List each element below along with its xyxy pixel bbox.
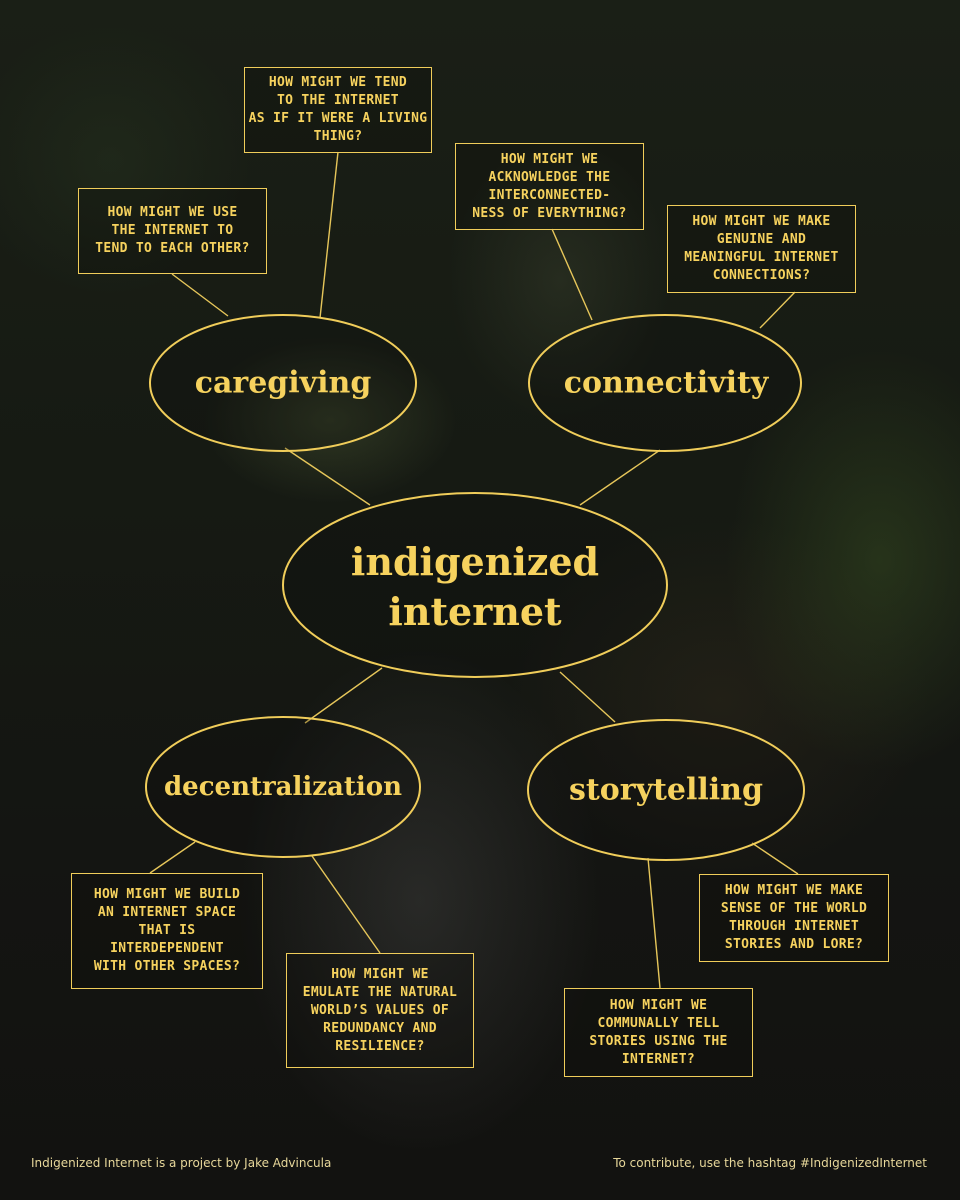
caregiving-node — [149, 314, 417, 452]
center-node — [282, 492, 668, 678]
connector-center-connectivity — [579, 449, 661, 506]
connector-connectivity-genuine-connections — [759, 291, 796, 329]
storytelling-node — [527, 719, 805, 861]
connector-storytelling-communally-tell — [647, 857, 661, 989]
question-box-redundancy: HOW MIGHT WE EMULATE THE NATURAL WORLD’S… — [286, 953, 474, 1068]
question-box-living-thing: HOW MIGHT WE TEND TO THE INTERNET AS IF … — [244, 67, 432, 153]
connector-center-decentralization — [304, 667, 383, 724]
connector-caregiving-tend-each-other — [171, 273, 229, 317]
question-box-interconnectedness: HOW MIGHT WE ACKNOWLEDGE THE INTERCONNEC… — [455, 143, 644, 230]
center-label: indigenized internet — [350, 539, 600, 634]
connector-center-caregiving — [284, 447, 371, 506]
connector-center-storytelling — [559, 671, 616, 723]
decentralization-node — [145, 716, 421, 858]
decentralization-label: decentralization — [163, 772, 403, 802]
connectivity-label: connectivity — [563, 365, 769, 401]
question-box-tend-each-other: HOW MIGHT WE USE THE INTERNET TO TEND TO… — [78, 188, 267, 274]
contribute-text: To contribute, use the hashtag #Indigeni… — [613, 1156, 927, 1170]
connector-caregiving-living-thing — [319, 151, 339, 319]
caregiving-label: caregiving — [194, 365, 372, 401]
question-box-sense-of-world: HOW MIGHT WE MAKE SENSE OF THE WORLD THR… — [699, 874, 889, 962]
credit-text: Indigenized Internet is a project by Jak… — [31, 1156, 332, 1170]
question-box-communally-tell: HOW MIGHT WE COMMUNALLY TELL STORIES USI… — [564, 988, 753, 1077]
storytelling-label: storytelling — [569, 772, 763, 808]
connectivity-node — [528, 314, 802, 452]
question-box-genuine-connections: HOW MIGHT WE MAKE GENUINE AND MEANINGFUL… — [667, 205, 856, 293]
connector-decentralization-interdependent — [149, 841, 196, 874]
connector-connectivity-interconnectedness — [551, 228, 593, 321]
connector-decentralization-redundancy — [311, 855, 381, 954]
connector-storytelling-sense-of-world — [751, 842, 799, 875]
question-box-interdependent: HOW MIGHT WE BUILD AN INTERNET SPACE THA… — [71, 873, 263, 989]
